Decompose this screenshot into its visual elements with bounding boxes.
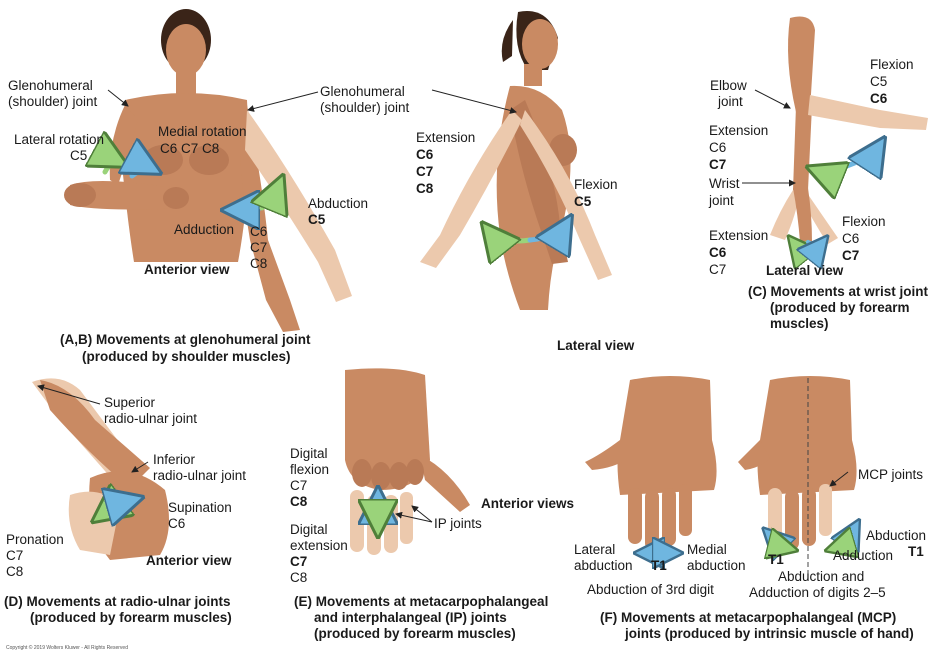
label-extension-c-c6: C6: [709, 140, 727, 155]
label-extension-b-c8: C8: [416, 181, 434, 196]
label-flexion-c-low-c6: C6: [842, 231, 860, 246]
label-pronation: Pronation: [6, 532, 64, 547]
label-digital-flexion-1: Digital: [290, 446, 328, 461]
label-inferior-radioulnar-2: radio-ulnar joint: [153, 468, 247, 483]
label-adduction-c6: C6: [250, 224, 268, 239]
label-lateral-view-b: Lateral view: [557, 338, 635, 353]
label-elbow-joint-1: Elbow: [710, 78, 747, 93]
label-extension-c-low-c7: C7: [709, 262, 727, 277]
label-flexion-c-low-c7: C7: [842, 248, 860, 263]
arm-lateral-view: [770, 16, 928, 244]
label-anterior-view-a: Anterior view: [144, 262, 230, 277]
label-flexion-c-top-c6: C6: [870, 91, 888, 106]
label-t1-left: T1: [651, 558, 667, 573]
caption-e-1: (E) Movements at metacarpophalangeal: [294, 594, 549, 609]
label-mcp-joints: MCP joints: [858, 467, 924, 482]
label-abduction: Abduction: [308, 196, 369, 211]
label-adduction-c7: C7: [250, 240, 268, 255]
label-glenohumeral-right-2: (shoulder) joint: [320, 100, 410, 115]
label-medial-abduction-2: abduction: [687, 558, 746, 573]
label-extension-b-c6: C6: [416, 147, 434, 162]
label-medial-rotation: Medial rotation: [158, 124, 247, 139]
label-lateral-abduction-1: Lateral: [574, 542, 616, 557]
caption-d-2: (produced by forearm muscles): [30, 610, 232, 625]
label-abduction-3rd-digit: Abduction of 3rd digit: [587, 582, 714, 597]
label-digital-flexion-c8: C8: [290, 494, 308, 509]
label-adduction-f: Adduction: [833, 548, 894, 563]
label-abd-add-2: Adduction of digits 2–5: [749, 585, 886, 600]
label-digital-flexion-2: flexion: [290, 462, 330, 477]
label-digital-extension-c7: C7: [290, 554, 308, 569]
label-medial-abduction-1: Medial: [687, 542, 727, 557]
label-glenohumeral-right-1: Glenohumeral: [320, 84, 405, 99]
label-extension-c: Extension: [709, 123, 769, 138]
label-lateral-rotation: Lateral rotation: [14, 132, 105, 147]
label-supination: Supination: [168, 500, 232, 515]
motion-arrows: [95, 140, 883, 553]
label-wrist-joint-1: Wrist: [709, 176, 740, 191]
label-lateral-rotation-c5: C5: [70, 148, 88, 163]
label-inferior-radioulnar-1: Inferior: [153, 452, 196, 467]
label-pronation-c8: C8: [6, 564, 24, 579]
label-pronation-c7: C7: [6, 548, 24, 563]
label-extension-b-c7: C7: [416, 164, 434, 179]
label-extension-c-low: Extension: [709, 228, 769, 243]
label-digital-extension-2: extension: [290, 538, 348, 553]
hand-abduction-3rd-digit: [585, 376, 717, 550]
label-flexion-b-c5: C5: [574, 194, 592, 209]
label-ip-joints: IP joints: [434, 516, 482, 531]
copyright-notice: Copyright © 2019 Wolters Kluwer - All Ri…: [6, 645, 128, 651]
label-flexion-c-top: Flexion: [870, 57, 914, 72]
caption-e-3: (produced by forearm muscles): [314, 626, 516, 641]
label-glenohumeral-left-1: Glenohumeral: [8, 78, 93, 93]
caption-c-2: (produced by forearm: [770, 300, 910, 315]
label-medial-rotation-c: C6 C7 C8: [160, 141, 220, 156]
label-t1-mid: T1: [768, 552, 784, 567]
label-flexion-c-top-c5: C5: [870, 74, 888, 89]
caption-c-3: muscles): [770, 316, 829, 331]
label-extension-c-c7: C7: [709, 157, 727, 172]
figure-lateral: [420, 11, 612, 310]
label-t1-right: T1: [908, 544, 924, 559]
label-anterior-view-d: Anterior view: [146, 553, 232, 568]
label-digital-extension-c8: C8: [290, 570, 308, 585]
label-digital-extension-1: Digital: [290, 522, 328, 537]
label-superior-radioulnar-1: Superior: [104, 395, 156, 410]
leader-lines: [37, 89, 849, 523]
label-anterior-views: Anterior views: [481, 496, 575, 511]
caption-ab-2: (produced by shoulder muscles): [82, 349, 291, 364]
label-flexion-b: Flexion: [574, 177, 618, 192]
label-abduction-c5: C5: [308, 212, 326, 227]
label-lateral-abduction-2: abduction: [574, 558, 633, 573]
caption-c-1: (C) Movements at wrist joint: [748, 284, 929, 299]
label-adduction-c8: C8: [250, 256, 268, 271]
label-extension-c-low-c6: C6: [709, 245, 727, 260]
label-elbow-joint-2: joint: [718, 94, 743, 109]
label-abduction-f: Abduction: [866, 528, 927, 543]
label-adduction: Adduction: [174, 222, 235, 237]
caption-e-2: and interphalangeal (IP) joints: [314, 610, 507, 625]
caption-ab-1: (A,B) Movements at glenohumeral joint: [60, 332, 311, 347]
label-wrist-joint-2: joint: [709, 193, 734, 208]
label-lateral-view-c: Lateral view: [766, 263, 844, 278]
caption-d-1: (D) Movements at radio-ulnar joints: [4, 594, 231, 609]
label-supination-c6: C6: [168, 516, 186, 531]
label-superior-radioulnar-2: radio-ulnar joint: [104, 411, 198, 426]
caption-f-2: joints (produced by intrinsic muscle of …: [625, 626, 914, 641]
label-glenohumeral-left-2: (shoulder) joint: [8, 94, 98, 109]
label-flexion-c-low: Flexion: [842, 214, 886, 229]
label-abd-add-1: Abduction and: [778, 569, 865, 584]
label-extension-b: Extension: [416, 130, 476, 145]
label-digital-flexion-c7: C7: [290, 478, 308, 493]
caption-f-1: (F) Movements at metacarpophalangeal (MC…: [600, 610, 897, 625]
